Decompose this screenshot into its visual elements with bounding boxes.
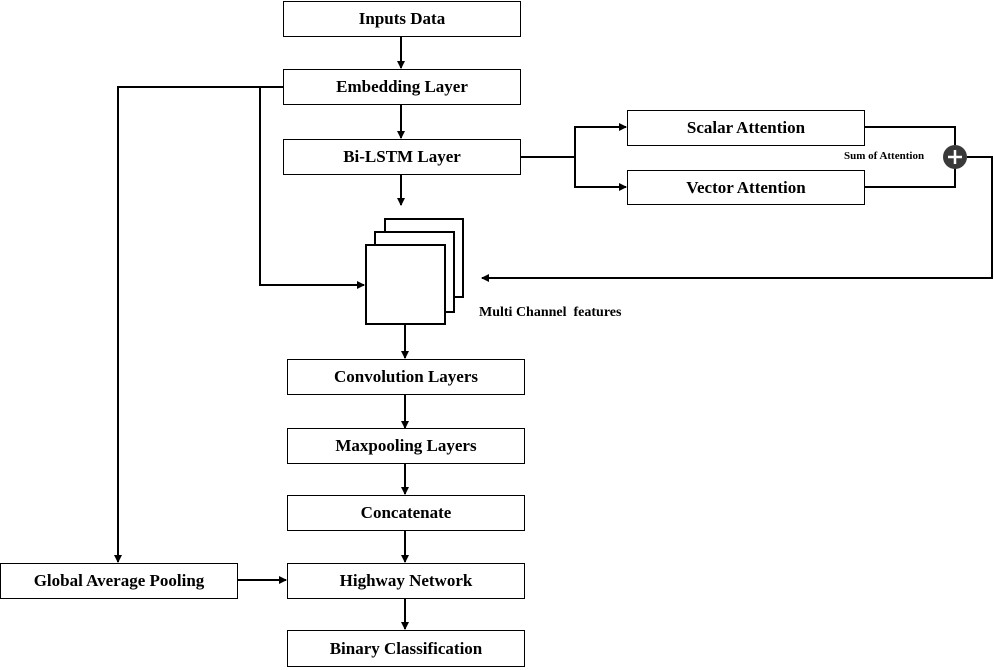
highway-network-box: Highway Network xyxy=(287,563,525,599)
inputs-data-box: Inputs Data xyxy=(283,1,521,37)
bilstm-layer-box: Bi-LSTM Layer xyxy=(283,139,521,175)
line-vector-to-sum xyxy=(864,168,956,188)
sum-of-attention-label: Sum of Attention xyxy=(844,150,925,162)
multi-channel-features-stack xyxy=(365,218,464,325)
plus-circle-icon xyxy=(943,145,967,169)
embedding-layer-box: Embedding Layer xyxy=(283,69,521,105)
arrow-embedding-to-features xyxy=(259,87,365,289)
multi-channel-features-label: Multi Channel features xyxy=(479,305,622,320)
arrow-sum-to-features xyxy=(481,156,993,282)
convolution-layers-box: Convolution Layers xyxy=(287,359,525,395)
maxpooling-layers-box: Maxpooling Layers xyxy=(287,428,525,464)
global-average-pooling-box: Global Average Pooling xyxy=(0,563,238,599)
arrow-embedding-to-gap xyxy=(114,86,284,563)
binary-classification-box: Binary Classification xyxy=(287,630,525,667)
concatenate-box: Concatenate xyxy=(287,495,525,531)
scalar-attention-box: Scalar Attention xyxy=(627,110,865,146)
arrow-bilstm-to-scalar xyxy=(574,123,627,157)
line-scalar-to-sum xyxy=(864,126,956,145)
feature-map-front xyxy=(365,244,446,325)
vector-attention-box: Vector Attention xyxy=(627,170,865,205)
arrow-bilstm-to-vector xyxy=(574,157,627,191)
